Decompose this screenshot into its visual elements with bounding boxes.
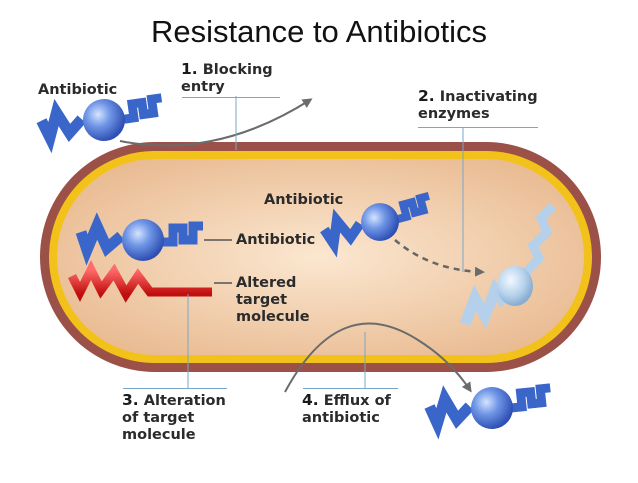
blocked-entry-arrow xyxy=(119,98,313,147)
mechanism-1-rule xyxy=(182,97,280,98)
bacterial-cell xyxy=(40,142,601,372)
mechanism-2-rule xyxy=(418,127,538,128)
mechanism-3-line-2: of target xyxy=(122,410,195,426)
mechanism-1-number: 1. xyxy=(181,60,198,78)
antibiotic-label-inside: Antibiotic xyxy=(264,192,344,208)
antibiotic-label-outside: Antibiotic xyxy=(38,82,118,98)
mechanism-1-line-2: entry xyxy=(181,79,225,95)
altered-target-line-1: Altered xyxy=(236,275,297,291)
mechanism-1-label: 1. Blocking entry xyxy=(181,61,273,96)
mechanism-3-label: 3. Alteration of target molecule xyxy=(122,392,226,444)
mechanism-4-line-2: antibiotic xyxy=(302,410,380,426)
target-with-antibiotic xyxy=(81,219,232,261)
mechanism-2-line-1: Inactivating xyxy=(439,89,538,105)
mechanism-efflux xyxy=(284,322,554,436)
inactivated-antibiotic xyxy=(459,202,557,329)
mechanism-4-label: 4. Efflux of antibiotic xyxy=(302,392,391,427)
efflux-arrow xyxy=(284,322,472,393)
mechanism-inactivating-enzymes xyxy=(321,128,557,329)
altered-target-label: Altered target molecule xyxy=(236,275,310,326)
antibiotic-molecule-outside xyxy=(40,91,167,150)
mechanism-4-number: 4. xyxy=(302,391,319,409)
inactivation-arrow xyxy=(394,239,485,277)
mechanism-3-line-1: Alteration xyxy=(143,393,226,409)
mechanism-1-line-1: Blocking xyxy=(202,62,273,78)
mechanism-2-number: 2. xyxy=(418,87,435,105)
mechanism-2-label: 2. Inactivating enzymes xyxy=(418,88,538,123)
cytoplasm xyxy=(57,159,584,355)
page-title: Resistance to Antibiotics xyxy=(150,14,487,49)
altered-target-molecule xyxy=(67,259,232,388)
antibiotic-label-target: Antibiotic xyxy=(236,232,316,248)
altered-target-line-3: molecule xyxy=(236,309,310,325)
mechanism-3-rule xyxy=(123,388,227,389)
antibiotic-molecule-effluxed xyxy=(428,381,554,436)
mechanism-blocking-entry xyxy=(40,91,313,150)
altered-target-line-2: target xyxy=(236,292,288,308)
mechanism-2-line-2: enzymes xyxy=(418,106,490,122)
altered-target-shape xyxy=(67,259,212,303)
mechanism-3-number: 3. xyxy=(122,391,139,409)
mechanism-4-line-1: Efflux of xyxy=(323,393,391,409)
mechanism-4-rule xyxy=(303,388,398,389)
mechanism-3-line-3: molecule xyxy=(122,427,196,443)
